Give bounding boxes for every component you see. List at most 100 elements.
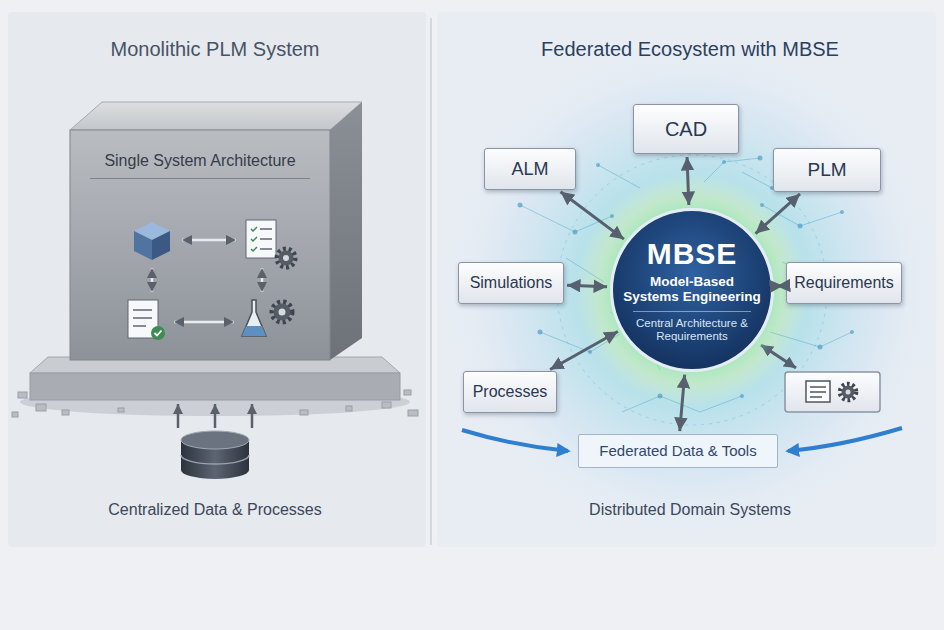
connector-arrow (756, 194, 800, 234)
node-label: ALM (511, 159, 548, 180)
network-dot (573, 230, 578, 235)
network-dot (722, 160, 726, 164)
rubble-piece (62, 410, 69, 415)
gear-icon (279, 309, 286, 316)
panel-heading: Federated Ecosystem with MBSE (490, 38, 890, 61)
upload-arrow (214, 404, 217, 428)
tool-box: PLM (773, 148, 881, 192)
plinth-front (30, 373, 400, 400)
node-label: Requirements (794, 274, 894, 292)
monolith-side (330, 102, 362, 360)
check-badge (155, 331, 162, 336)
data-tools-box: Federated Data & Tools (578, 434, 778, 468)
checklist-icon (246, 220, 276, 258)
network-dot (840, 210, 844, 214)
check-badge (151, 326, 165, 340)
node-label: Simulations (470, 274, 553, 292)
document-icon (133, 310, 152, 326)
network-line (704, 158, 760, 182)
panel-caption: Centralized Data & Processes (15, 501, 415, 519)
rubble-piece (300, 410, 308, 415)
network-dot (798, 224, 803, 229)
rubble-piece (404, 390, 411, 395)
gear-icon (272, 302, 292, 322)
tool-arrow (761, 345, 796, 368)
glow (442, 40, 942, 540)
network-line (770, 332, 852, 347)
rubble-piece (346, 406, 352, 411)
network-dot (658, 394, 663, 399)
mbse-hub-circle: MBSEModel-Based Systems EngineeringCentr… (610, 208, 774, 372)
network-line (622, 396, 742, 412)
network-dot (760, 203, 764, 207)
hub-subtitle: Model-Based Systems Engineering (621, 274, 763, 305)
hub-subtitle: Central Architecture & Requirements (633, 311, 751, 343)
upload-arrow (251, 404, 254, 428)
tool-box: Simulations (458, 262, 564, 304)
flask-icon (242, 326, 266, 336)
panel-caption: Distributed Domain Systems (490, 501, 890, 519)
connector-arrow (777, 284, 783, 287)
window-icon (810, 387, 826, 397)
tool-box: Processes (463, 371, 557, 413)
monolith-front (70, 130, 330, 360)
network-line (762, 205, 842, 226)
network-dot (538, 330, 543, 335)
flask-icon (242, 300, 266, 336)
connector-arrow (561, 192, 624, 239)
rubble-piece (36, 404, 46, 411)
network-line (540, 332, 620, 352)
tool-icon-box (785, 372, 880, 412)
node-label: PLM (807, 159, 846, 181)
icon-arrow (182, 239, 236, 242)
tool-box: Requirements (786, 262, 902, 304)
network-dot (518, 203, 523, 208)
gear-icon (279, 251, 294, 266)
network-dot (758, 156, 763, 161)
database-icon (181, 431, 249, 449)
panel-heading: Monolithic PLM System (15, 38, 415, 61)
cube-icon (152, 231, 170, 260)
tool-box: ALM (484, 148, 576, 190)
rubble-piece (12, 412, 18, 417)
panel-divider (430, 18, 432, 545)
rubble-piece (18, 392, 27, 398)
inflow-arrow (462, 430, 568, 451)
monolith-block: Single System Architecture (70, 130, 330, 360)
rubble-piece (118, 408, 124, 412)
checklist-icon (251, 227, 257, 251)
hub-title: MBSE (647, 237, 738, 272)
connector-arrow (550, 332, 618, 370)
connector-arrow (567, 285, 607, 287)
gear-icon (277, 249, 295, 267)
rubble-piece (408, 410, 418, 416)
network-dot (740, 394, 744, 398)
network-dot (818, 345, 823, 350)
connector-arrow (680, 375, 685, 431)
inflow-arrow (788, 428, 902, 451)
node-label: Processes (473, 383, 548, 401)
network-dot (588, 350, 592, 354)
upload-arrow (177, 404, 180, 428)
icon-arrow (151, 268, 154, 292)
icon-arrow (174, 321, 234, 324)
gear-icon (846, 390, 851, 395)
gear-icon (274, 304, 291, 321)
connector-arrow (687, 157, 689, 205)
network-line (742, 172, 772, 188)
gear-icon (283, 255, 289, 261)
window-icon (806, 381, 830, 402)
left-panel (8, 12, 426, 547)
cube-icon (134, 231, 152, 260)
gear-icon (840, 384, 856, 400)
network-line (520, 205, 612, 232)
tool-box: CAD (633, 104, 739, 154)
node-label: Single System Architecture (90, 130, 310, 179)
database-icon (181, 455, 249, 464)
network-dot (850, 330, 854, 334)
